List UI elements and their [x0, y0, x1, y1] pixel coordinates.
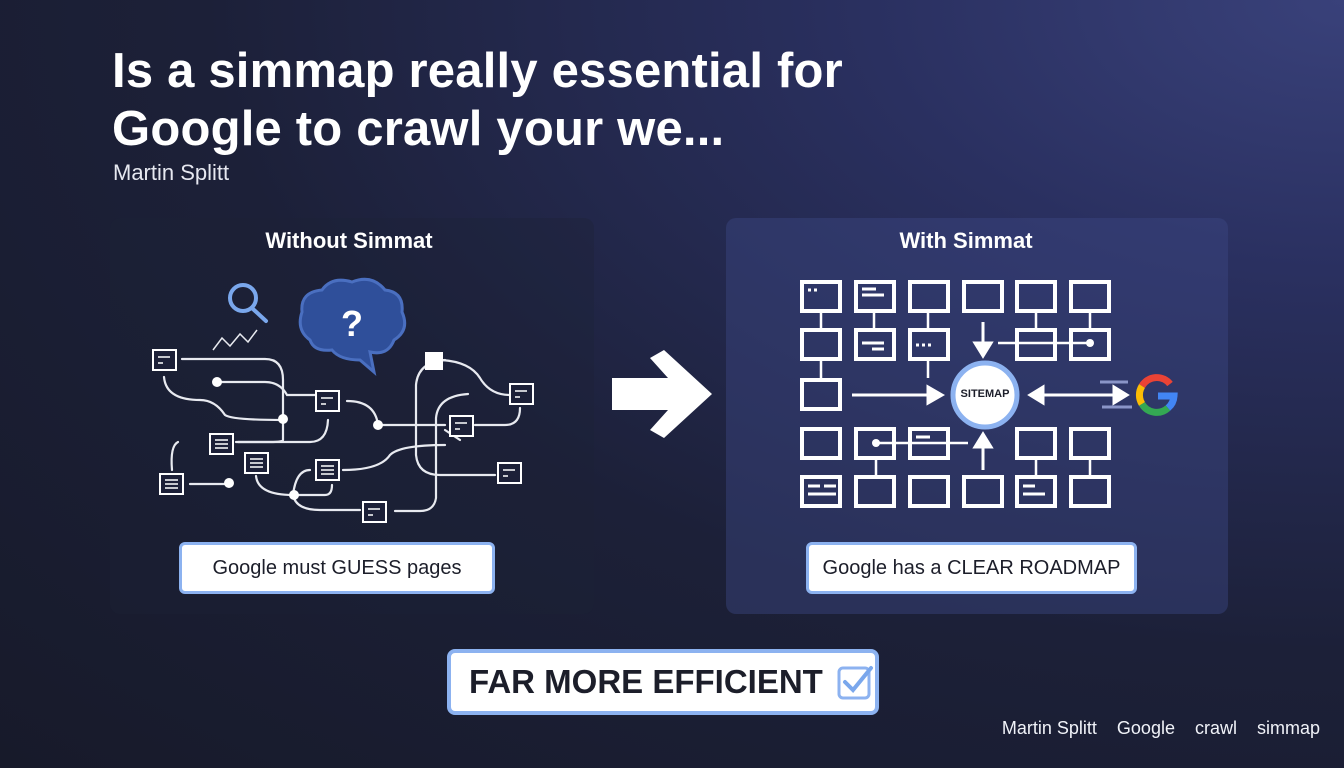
grid-page-details: [808, 287, 1045, 496]
banner-label: FAR MORE EFFICIENT: [469, 663, 823, 700]
svg-text:?: ?: [341, 303, 363, 344]
chaotic-link-graph: [162, 357, 522, 513]
search-icon: [228, 283, 268, 323]
efficiency-banner: FAR MORE EFFICIENT: [447, 649, 879, 715]
title-line-2: Google to crawl your we...: [112, 102, 725, 156]
sitemap-connectors: [819, 312, 1092, 475]
checkbox-checked-icon: [837, 666, 873, 700]
google-g-icon: [1135, 374, 1178, 416]
question-brain-icon: ?: [298, 277, 407, 376]
speed-lines: [1100, 380, 1132, 409]
tag: simmap: [1256, 718, 1320, 738]
author: Martin Splitt: [113, 160, 230, 185]
page-lines: [158, 356, 527, 516]
tag: crawl: [1194, 718, 1237, 738]
page-title: Is a simmap really essential for Google …: [112, 42, 843, 158]
title-line-1: Is a simmap really essential for: [112, 44, 843, 98]
sitemap-dots: [872, 339, 1094, 447]
sitemap-node: [950, 360, 1020, 430]
with-heading: With Simmat: [899, 228, 1033, 253]
zigzag-icon: [212, 329, 258, 351]
arrow-right-icon: [612, 350, 712, 438]
roadmap-caption: Google has a CLEAR ROADMAP: [806, 542, 1137, 594]
link-nodes: [212, 352, 443, 500]
sitemap-label: SITEMAP: [960, 388, 1010, 400]
arrows-to-sitemap: [852, 322, 1130, 470]
page-grid: [800, 280, 1111, 508]
tag: Google: [1116, 718, 1175, 738]
without-heading: Without Simmat: [265, 228, 433, 253]
tag: Martin Splitt: [1001, 718, 1097, 738]
page-icons: [152, 349, 534, 523]
tag-list: Martin Splitt Google crawl simmap: [1002, 718, 1320, 739]
guess-caption: Google must GUESS pages: [179, 542, 495, 594]
